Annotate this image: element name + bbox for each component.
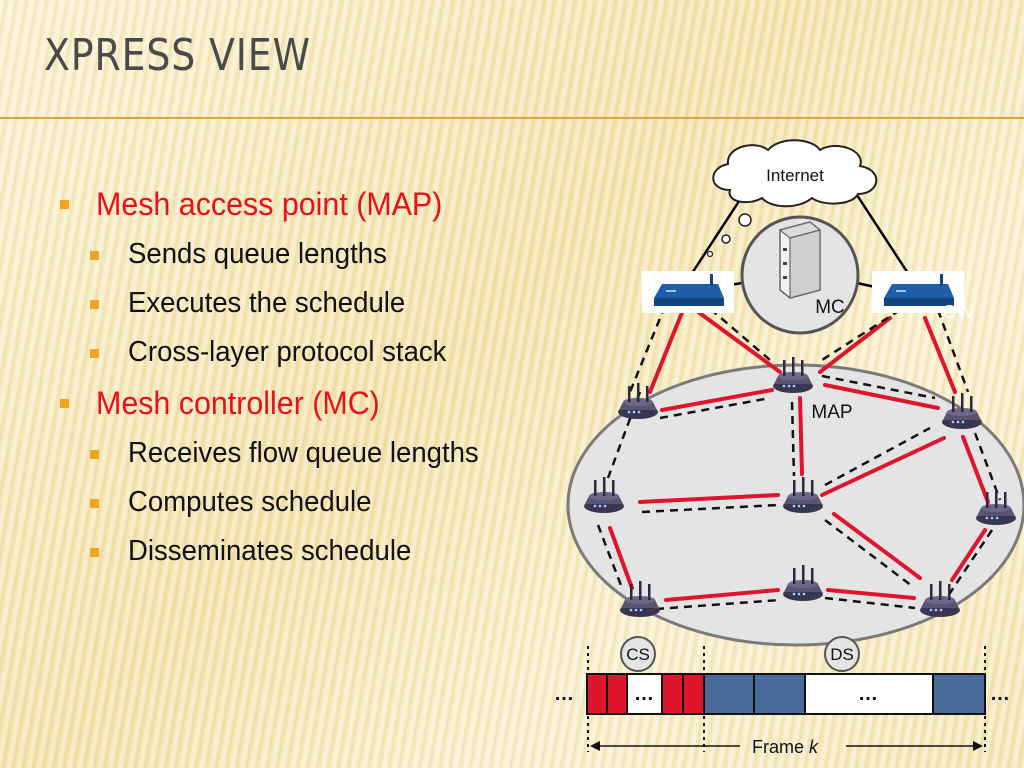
sub-bullet: Sends queue lengths — [58, 238, 558, 287]
frame-ellipsis-right: … — [990, 683, 1010, 705]
gateway-left-icon — [642, 271, 734, 313]
ds-badge — [824, 636, 860, 672]
bullet-marker — [90, 251, 99, 260]
bullet-list: Mesh access point (MAP) Sends queue leng… — [58, 186, 558, 584]
bullet-marker — [90, 499, 99, 508]
ds-label: DS — [830, 645, 854, 664]
sub-bullet: Executes the schedule — [58, 287, 558, 336]
frame-slots — [586, 673, 986, 715]
internet-cloud-icon — [706, 139, 878, 258]
map-label: MAP — [811, 402, 852, 423]
server-icon — [778, 221, 822, 299]
mc-label: MC — [815, 297, 845, 318]
wireless-links — [608, 304, 990, 602]
slot-ellipsis: … — [858, 683, 878, 705]
bullet-marker — [90, 450, 99, 459]
internet-link — [683, 191, 747, 285]
gw-label: GW — [943, 302, 974, 322]
bullet-marker — [60, 200, 69, 209]
sub-bullet: Receives flow queue lengths — [58, 437, 558, 486]
sub-bullet: Computes schedule — [58, 486, 558, 535]
bullet-map: Mesh access point (MAP) — [58, 186, 558, 238]
bullet-marker — [90, 548, 99, 557]
frame-ellipsis-left: … — [554, 683, 574, 705]
bullet-marker — [60, 399, 69, 408]
router-icon — [773, 357, 813, 393]
internet-label: Internet — [766, 166, 824, 185]
bullet-mc: Mesh controller (MC) — [58, 385, 558, 437]
internet-link — [853, 191, 917, 285]
title-rule — [0, 117, 1024, 119]
frame-arrow — [590, 741, 983, 751]
frame-label: Frame k — [752, 737, 819, 757]
slide-title: Xpress View — [44, 30, 311, 81]
sub-bullet: Disseminates schedule — [58, 535, 558, 584]
cs-label: CS — [626, 645, 650, 664]
bullet-marker — [90, 300, 99, 309]
slot-ellipsis: … — [634, 683, 654, 705]
bullet-marker — [90, 349, 99, 358]
router-icon — [942, 393, 982, 429]
cs-badge — [620, 636, 656, 672]
sub-bullet: Cross-layer protocol stack — [58, 336, 558, 385]
